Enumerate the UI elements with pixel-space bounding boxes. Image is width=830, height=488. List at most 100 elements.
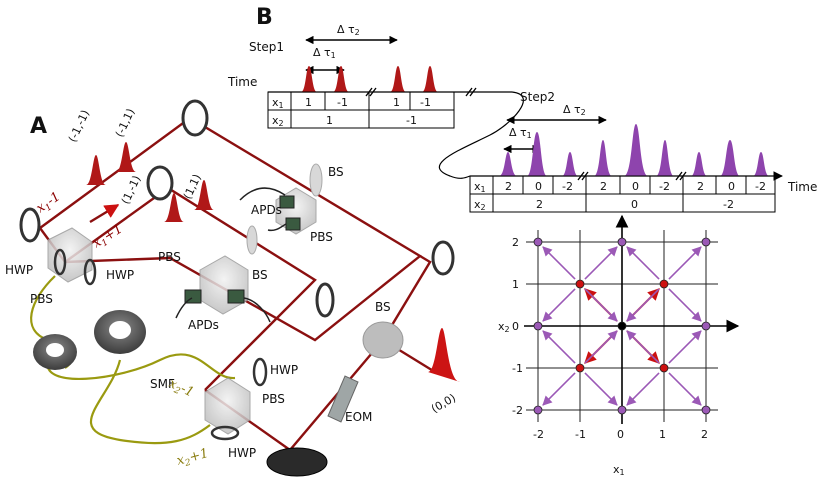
pulse-label-p1m1: (1,-1) bbox=[119, 174, 143, 207]
label-hwp-left1: HWP bbox=[5, 263, 33, 277]
label-hwp-left2: HWP bbox=[106, 268, 134, 282]
label-eom: EOM bbox=[345, 410, 372, 424]
label-hwp-bottom: HWP bbox=[228, 446, 256, 460]
step2-arrow bbox=[626, 372, 660, 406]
time-label-left: Time bbox=[227, 75, 257, 89]
label-smf: SMF bbox=[150, 377, 175, 391]
lattice-point bbox=[659, 279, 669, 289]
step2-x1-cell: 2 bbox=[697, 180, 704, 193]
step2-arrow bbox=[668, 330, 702, 364]
step2-x1-cell: 0 bbox=[728, 180, 735, 193]
plot-step-arrows bbox=[542, 246, 702, 406]
step2-x2-label: x2 bbox=[474, 198, 486, 212]
step2-arrow bbox=[584, 288, 618, 322]
step2-x1-cell: 2 bbox=[505, 180, 512, 193]
step2-arrow bbox=[626, 330, 660, 364]
label-hwp-mid: HWP bbox=[270, 363, 298, 377]
step1-x1-label: x1 bbox=[272, 96, 284, 110]
pbs-bottom-cube bbox=[204, 377, 251, 435]
pbs-mid-cube bbox=[199, 255, 249, 315]
x-tick-label: -2 bbox=[533, 428, 544, 441]
step2-x1-cell: -2 bbox=[562, 180, 573, 193]
label-apds-mid: APDs bbox=[188, 318, 219, 332]
step2-arrow bbox=[542, 246, 576, 280]
step2-x1-label: x1 bbox=[474, 180, 486, 194]
bs-right-disk bbox=[362, 321, 404, 359]
bs-mid-plate bbox=[246, 225, 258, 255]
step2-arrow bbox=[542, 330, 576, 364]
step1-x1-cell: -1 bbox=[420, 96, 431, 109]
lattice-point bbox=[575, 279, 585, 289]
step2-x2-cell: 2 bbox=[536, 198, 543, 211]
x-tick-label: -1 bbox=[575, 428, 586, 441]
x-tick-label: 0 bbox=[617, 428, 624, 441]
y-tick-label: 0 bbox=[512, 320, 519, 333]
port-x2-minus: x2-1 bbox=[165, 376, 196, 402]
lattice-point bbox=[617, 237, 627, 247]
bs-top-plate bbox=[309, 163, 323, 197]
step2-x1-cell: 0 bbox=[632, 180, 639, 193]
pulse-label-origin: (0,0) bbox=[429, 391, 458, 415]
dtau1-step1: Δ τ1 bbox=[313, 46, 336, 60]
mirror-mid-top bbox=[146, 165, 174, 201]
pulse-label-m1m1: (-1,-1) bbox=[66, 108, 92, 144]
eom bbox=[327, 375, 359, 423]
step2-x1-cell: 0 bbox=[535, 180, 542, 193]
step1-x1-cell: 1 bbox=[393, 96, 400, 109]
lattice-point bbox=[575, 363, 585, 373]
y-tick-label: -2 bbox=[512, 404, 523, 417]
step2-arrow bbox=[542, 288, 576, 322]
laser-beams bbox=[39, 116, 436, 452]
lattice-point bbox=[617, 321, 627, 331]
mirror-top bbox=[181, 99, 209, 137]
step2-arrow bbox=[626, 288, 660, 322]
step2-x1-cell: 2 bbox=[600, 180, 607, 193]
step2-arrow bbox=[626, 246, 660, 280]
step1-x2-cell: 1 bbox=[326, 114, 333, 127]
lattice-point bbox=[533, 405, 543, 415]
y-tick-label: 1 bbox=[512, 278, 519, 291]
dtau2-step2: Δ τ2 bbox=[563, 103, 586, 117]
y-tick-label: 2 bbox=[512, 236, 519, 249]
output-pulses bbox=[86, 142, 460, 382]
step2-arrow bbox=[584, 330, 618, 364]
label-pbs-top: PBS bbox=[310, 230, 333, 244]
label-apds-top: APDs bbox=[251, 203, 282, 217]
mirror-bottom bbox=[266, 447, 328, 477]
step2-arrow bbox=[584, 372, 618, 406]
lattice-point bbox=[659, 363, 669, 373]
half-wave-plates bbox=[53, 248, 268, 441]
lattice-point bbox=[701, 405, 711, 415]
x-tick-label: 1 bbox=[659, 428, 666, 441]
y-tick-label: -1 bbox=[512, 362, 523, 375]
step2-arrow bbox=[668, 288, 702, 322]
plot-points bbox=[533, 237, 711, 415]
mirror-left bbox=[19, 207, 41, 243]
lattice-point bbox=[617, 405, 627, 415]
pbs-left-cube bbox=[47, 227, 93, 283]
lattice-point bbox=[533, 321, 543, 331]
plot-tick-labels: -2 -1 0 1 2 -2 -1 0 1 2 bbox=[512, 236, 708, 441]
label-bs-top: BS bbox=[328, 165, 344, 179]
dtau2-step1: Δ τ2 bbox=[337, 23, 360, 37]
label-pbs-bottom: PBS bbox=[262, 392, 285, 406]
label-pbs-mid: PBS bbox=[158, 250, 181, 264]
dtau1-step2: Δ τ1 bbox=[509, 126, 532, 140]
step2-x1-cell: -2 bbox=[659, 180, 670, 193]
mirrors bbox=[19, 99, 455, 477]
lattice-point bbox=[701, 237, 711, 247]
detectors bbox=[175, 187, 301, 323]
plot-xlabel: x1 bbox=[613, 463, 625, 477]
step2-label: Step2 bbox=[520, 90, 555, 104]
step2-arrow bbox=[584, 246, 618, 280]
panel-label-a: A bbox=[30, 114, 47, 139]
step1-label: Step1 bbox=[249, 40, 284, 54]
step2-x2-cell: -2 bbox=[723, 198, 734, 211]
x-tick-label: 2 bbox=[701, 428, 708, 441]
fiber-coils bbox=[33, 310, 146, 370]
lattice-point bbox=[533, 237, 543, 247]
label-pbs-left: PBS bbox=[30, 292, 53, 306]
